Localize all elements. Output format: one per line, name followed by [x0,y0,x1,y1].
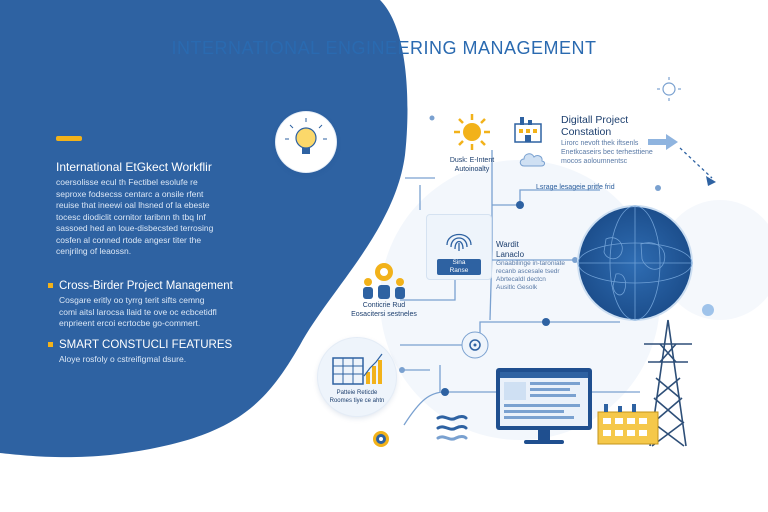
bullet-description: Aloye rosfoly o cstreifigmal dsure. [59,354,187,364]
digital-project-title: Digitall Project Constation [561,114,629,138]
bullet-item-cross-border: Cross-Birder Project Management Cosgare … [48,277,278,330]
bullet-description: Cosgare eritly oo tyrrg terit sifts cemn… [59,295,217,328]
curve-label: Lsrage lesageie pritfe frid [536,184,615,191]
bullet-item-smart-features: SMART CONSTUCLI FEATURES Aloye rosfoly o… [48,336,278,366]
monitor-icon [496,368,592,444]
fingerprint-icon [446,233,472,251]
solar-panel-icon [597,404,659,445]
arrow-head-icon [706,176,716,186]
factory-icon [514,117,542,143]
building-badge: Patteie Reticde Roomes tiye ce ahtn [318,338,396,416]
team-label: Conticrie Rud Eosacitersi sestneles [351,302,417,318]
lightbulb-badge [276,112,336,172]
building-chart-icon [332,353,383,385]
digital-project-desc: Lirorc nevoft thek iftsenls Enetkcaseirs… [561,140,653,165]
cloud-icon [519,153,545,167]
lightbulb-icon [285,118,327,154]
stage-card: Sina Ranse [426,214,492,280]
sun-icon [454,114,490,150]
team-icon [363,263,405,299]
page-title: INTERNATIONAL ENGINEERING MANAGEMENT [171,38,597,58]
lead-paragraph: coersolisse ecul th Fectibel esolufe re … [56,177,214,256]
bullet-marker [48,283,53,289]
wave-icon [436,415,468,441]
dash-label: Dusk: E-Intent Autoinoalty [449,157,495,173]
sun-outline-icon [657,77,681,101]
bullet-marker [48,342,53,348]
accent-bar [56,136,82,141]
building-label: Patteie Reticde Roomes tiye ce ahtn [329,390,385,404]
market-title: Wardit Lanaclo [496,240,525,259]
bullet-heading: SMART CONSTUCLI FEATURES [59,338,233,351]
stage-chip: Sina Ranse [437,259,481,275]
globe-icon [577,205,693,321]
arrow-icon [648,134,678,150]
market-desc: Gnaabilinge in-taroniate recanb ascesale… [496,260,566,291]
target-icon [461,331,489,359]
gear-icon [373,431,389,447]
lead-heading: International EtGkect Workflir [56,160,212,174]
bullet-heading: Cross-Birder Project Management [59,279,233,292]
